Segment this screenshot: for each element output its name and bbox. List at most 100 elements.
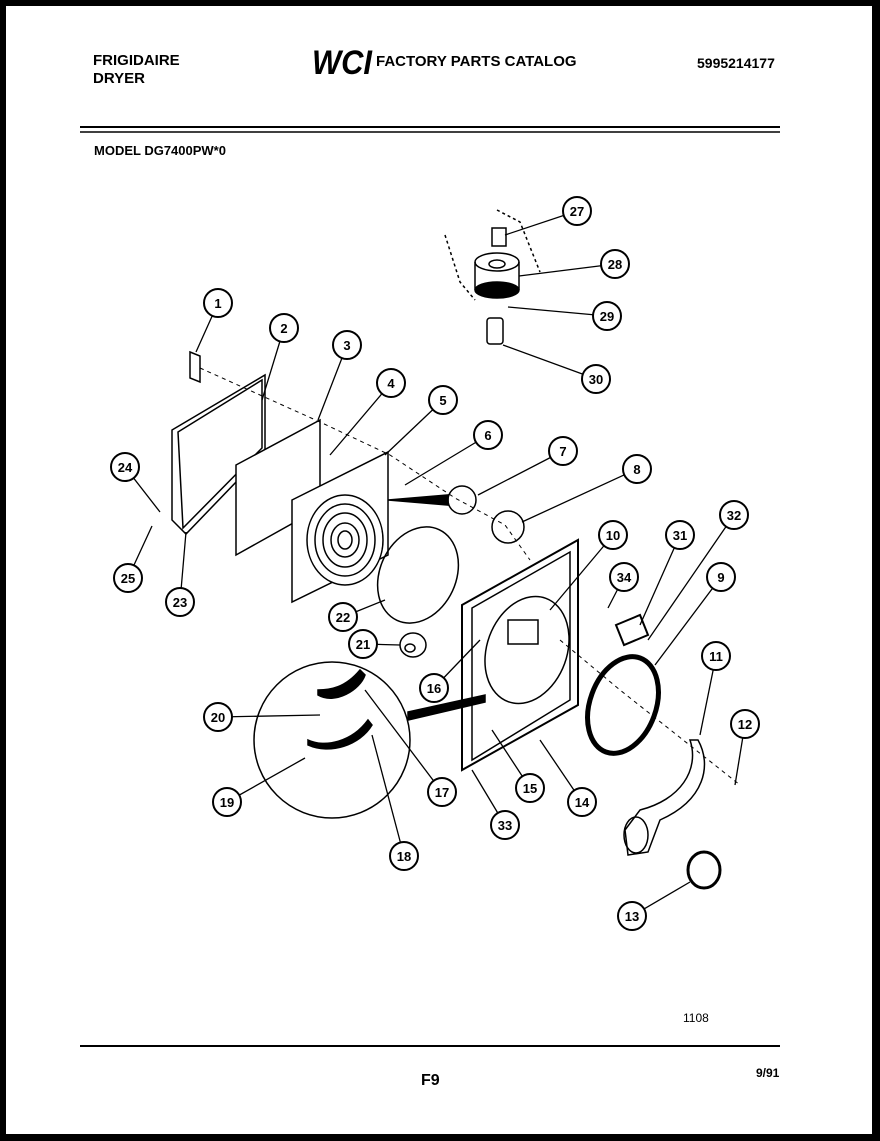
callout-leader-7	[477, 450, 564, 496]
callout-32: 32	[647, 500, 749, 641]
callout-bubble-23	[165, 587, 195, 617]
seal-ring	[376, 526, 460, 624]
callout-number-29: 29	[600, 309, 614, 324]
callout-layer: 1234567891011121314151617181920212223242…	[110, 196, 760, 931]
callout-number-12: 12	[738, 717, 752, 732]
callout-bubble-29	[592, 301, 622, 331]
callout-number-32: 32	[727, 508, 741, 523]
line-art	[171, 209, 741, 890]
callout-number-16: 16	[427, 681, 441, 696]
callout-number-33: 33	[498, 818, 512, 833]
callout-19: 19	[212, 757, 306, 817]
callout-34: 34	[607, 562, 639, 609]
callout-bubble-27	[562, 196, 592, 226]
callout-leader-9	[654, 576, 722, 666]
callout-bubble-2	[269, 313, 299, 343]
callout-number-9: 9	[717, 570, 724, 585]
callout-number-22: 22	[336, 610, 350, 625]
callout-7: 7	[477, 436, 578, 496]
callout-bubble-3	[332, 330, 362, 360]
catalog-title: FACTORY PARTS CATALOG	[376, 53, 577, 70]
callout-9: 9	[654, 562, 736, 666]
callout-5: 5	[384, 385, 458, 456]
callout-number-24: 24	[118, 460, 133, 475]
callout-14: 14	[539, 739, 597, 817]
diagram-code: 1108	[683, 1011, 709, 1025]
callout-leader-32	[647, 514, 735, 641]
callout-23: 23	[165, 531, 195, 617]
callout-number-5: 5	[439, 393, 446, 408]
callout-bubble-20	[203, 702, 233, 732]
callout-bubble-14	[567, 787, 597, 817]
callout-22: 22	[328, 599, 386, 632]
callout-number-2: 2	[280, 321, 287, 336]
callout-leader-17	[364, 689, 443, 793]
callout-leader-28	[518, 263, 616, 277]
callout-bubble-1	[203, 288, 233, 318]
callout-bubble-5	[428, 385, 458, 415]
callout-bubble-7	[548, 436, 578, 466]
callout-leader-4	[329, 382, 392, 456]
callout-bubble-15	[515, 773, 545, 803]
callout-bubble-9	[706, 562, 736, 592]
callout-21: 21	[348, 629, 401, 659]
callout-number-30: 30	[589, 372, 603, 387]
callout-17: 17	[364, 689, 457, 807]
callout-number-19: 19	[220, 795, 234, 810]
callout-leader-30	[502, 344, 597, 380]
callout-13: 13	[617, 881, 691, 931]
callout-29: 29	[507, 301, 622, 331]
callout-28: 28	[518, 249, 630, 279]
callout-bubble-25	[113, 563, 143, 593]
callout-number-14: 14	[575, 795, 590, 810]
callout-20: 20	[203, 702, 321, 732]
callout-bubble-8	[622, 454, 652, 484]
callout-bubble-18	[389, 841, 419, 871]
callout-number-6: 6	[484, 428, 491, 443]
callout-bubble-21	[348, 629, 378, 659]
page-id: F9	[421, 1072, 440, 1089]
part-number: 5995214177	[697, 55, 775, 71]
callout-bubble-11	[701, 641, 731, 671]
rear-cover-panel	[171, 373, 266, 536]
motor-assembly	[444, 209, 541, 345]
callout-number-31: 31	[673, 528, 687, 543]
callout-bubble-17	[427, 777, 457, 807]
callout-bubble-19	[212, 787, 242, 817]
callout-25: 25	[113, 525, 153, 593]
callout-1: 1	[195, 288, 233, 353]
callout-18: 18	[371, 734, 419, 871]
callout-number-17: 17	[435, 785, 449, 800]
callout-30: 30	[502, 344, 611, 394]
callout-number-15: 15	[523, 781, 537, 796]
callout-number-23: 23	[173, 595, 187, 610]
brand-line-2: DRYER	[93, 70, 145, 87]
callout-number-4: 4	[387, 376, 395, 391]
callout-11: 11	[699, 641, 731, 736]
callout-bubble-31	[665, 520, 695, 550]
callout-15: 15	[491, 729, 545, 803]
callout-4: 4	[329, 368, 406, 456]
callout-leader-6	[404, 434, 489, 486]
model-number: MODEL DG7400PW*0	[94, 143, 226, 158]
callout-16: 16	[419, 639, 481, 703]
callout-number-7: 7	[559, 444, 566, 459]
callout-bubble-13	[617, 901, 647, 931]
callout-12: 12	[730, 709, 760, 786]
callout-number-25: 25	[121, 571, 135, 586]
callout-24: 24	[110, 452, 161, 513]
callout-leader-31	[639, 534, 681, 626]
callout-number-21: 21	[356, 637, 370, 652]
callout-10: 10	[549, 520, 628, 611]
callout-number-20: 20	[211, 710, 225, 725]
callout-number-11: 11	[709, 649, 723, 664]
detail-magnifier	[253, 661, 411, 819]
callout-number-3: 3	[343, 338, 350, 353]
callout-leader-18	[371, 734, 405, 857]
callout-3: 3	[317, 330, 362, 421]
callout-number-18: 18	[397, 849, 411, 864]
callout-bubble-4	[376, 368, 406, 398]
callout-leader-20	[217, 714, 321, 718]
logo-text: WCI	[312, 44, 373, 82]
